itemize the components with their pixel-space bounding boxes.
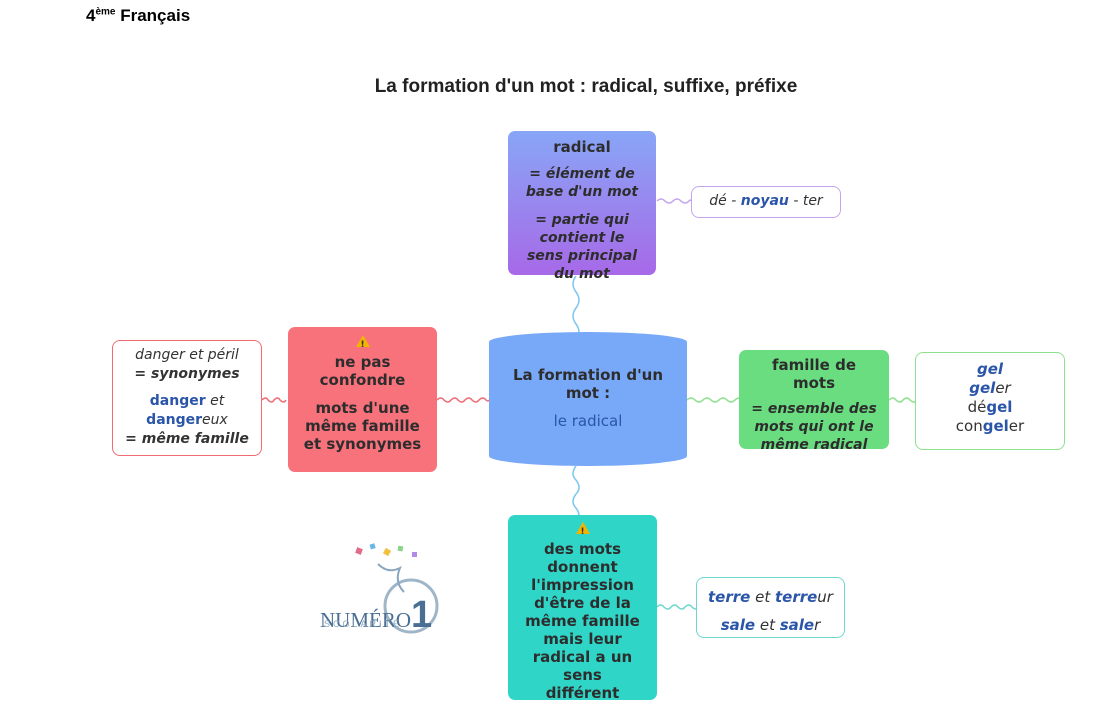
- famille-example: gel geler dégel congeler: [915, 352, 1065, 450]
- impression-example-2: sale et saler: [720, 616, 821, 634]
- radical-example-radical: noyau: [740, 193, 789, 209]
- confondre-node: ! ne pas confondre mots d'une même famil…: [288, 327, 437, 472]
- center-subtitle: le radical: [553, 412, 623, 430]
- radical-example-suffix: - ter: [788, 193, 823, 209]
- connector-famille-example: [888, 397, 918, 403]
- radical-definition-2: = partie qui contient le sens principal …: [526, 212, 638, 282]
- famille-word-3: dégel: [967, 398, 1013, 416]
- radical-definition-1: = élément de base d'un mot: [525, 166, 639, 200]
- connector-radical-example: [656, 198, 692, 204]
- impression-example-1: terre et terreur: [708, 588, 833, 606]
- radical-node: radical = élément de base d'un mot = par…: [508, 131, 656, 282]
- famille-title: famille de mots: [771, 356, 856, 392]
- logo-line-1: NUMÉRO: [320, 608, 412, 632]
- logo-number: 1: [411, 594, 433, 636]
- center-line-2: mot :: [565, 384, 611, 402]
- warning-icon: !: [575, 522, 590, 537]
- logo-graphic: [355, 543, 439, 634]
- logo-subtext: SCOLARITÉ: [324, 619, 403, 629]
- impression-text: des mots donnent l'impression d'être de …: [525, 540, 640, 702]
- famille-definition: = ensemble des mots qui ont le même radi…: [751, 401, 877, 453]
- radical-example-prefix: dé -: [709, 193, 741, 209]
- synonyms-tag: = synonymes: [134, 366, 240, 382]
- numero1-logo: NUMÉRO1 SCOLARITÉ: [318, 540, 448, 645]
- radical-example: dé - noyau - ter: [691, 186, 841, 218]
- synonyms-example: danger et péril: [135, 347, 239, 363]
- warning-icon: !: [355, 335, 370, 350]
- central-node: La formation d'un mot : le radical: [489, 332, 687, 466]
- famille-word-4: congeler: [955, 417, 1025, 435]
- famille-word-1: gel: [976, 360, 1004, 378]
- grade-number: 4: [86, 6, 96, 25]
- connector-confondre-example: [261, 397, 287, 403]
- family-example-line-1: danger et: [149, 393, 225, 409]
- radical-title: radical: [553, 138, 611, 156]
- connector-center-famille: [686, 397, 744, 403]
- family-tag: = même famille: [125, 431, 249, 447]
- connector-confondre-center: [436, 397, 490, 403]
- family-example-line-2: dangereux: [146, 412, 228, 428]
- famille-word-2: geler: [969, 379, 1011, 397]
- connector-center-impression: [572, 465, 580, 523]
- confondre-line-1: ne pas confondre: [319, 353, 406, 389]
- connector-radical-center: [572, 275, 580, 341]
- page-title: La formation d'un mot : radical, suffixe…: [374, 76, 798, 97]
- center-line-1: La formation d'un: [512, 366, 664, 384]
- connector-impression-example: [656, 604, 700, 610]
- logo-text: NUMÉRO1: [320, 594, 432, 637]
- confondre-example: danger et péril = synonymes danger et da…: [112, 340, 262, 456]
- famille-node: famille de mots = ensemble des mots qui …: [739, 350, 889, 453]
- impression-node: ! des mots donnent l'impression d'être d…: [508, 515, 657, 702]
- impression-example: terre et terreur sale et saler: [696, 577, 845, 638]
- confondre-line-2: mots d'une même famille et synonymes: [303, 399, 422, 453]
- page-header: 4ème Français: [86, 6, 190, 26]
- grade-suffix: ème: [95, 6, 116, 18]
- subject-label: Français: [120, 6, 191, 25]
